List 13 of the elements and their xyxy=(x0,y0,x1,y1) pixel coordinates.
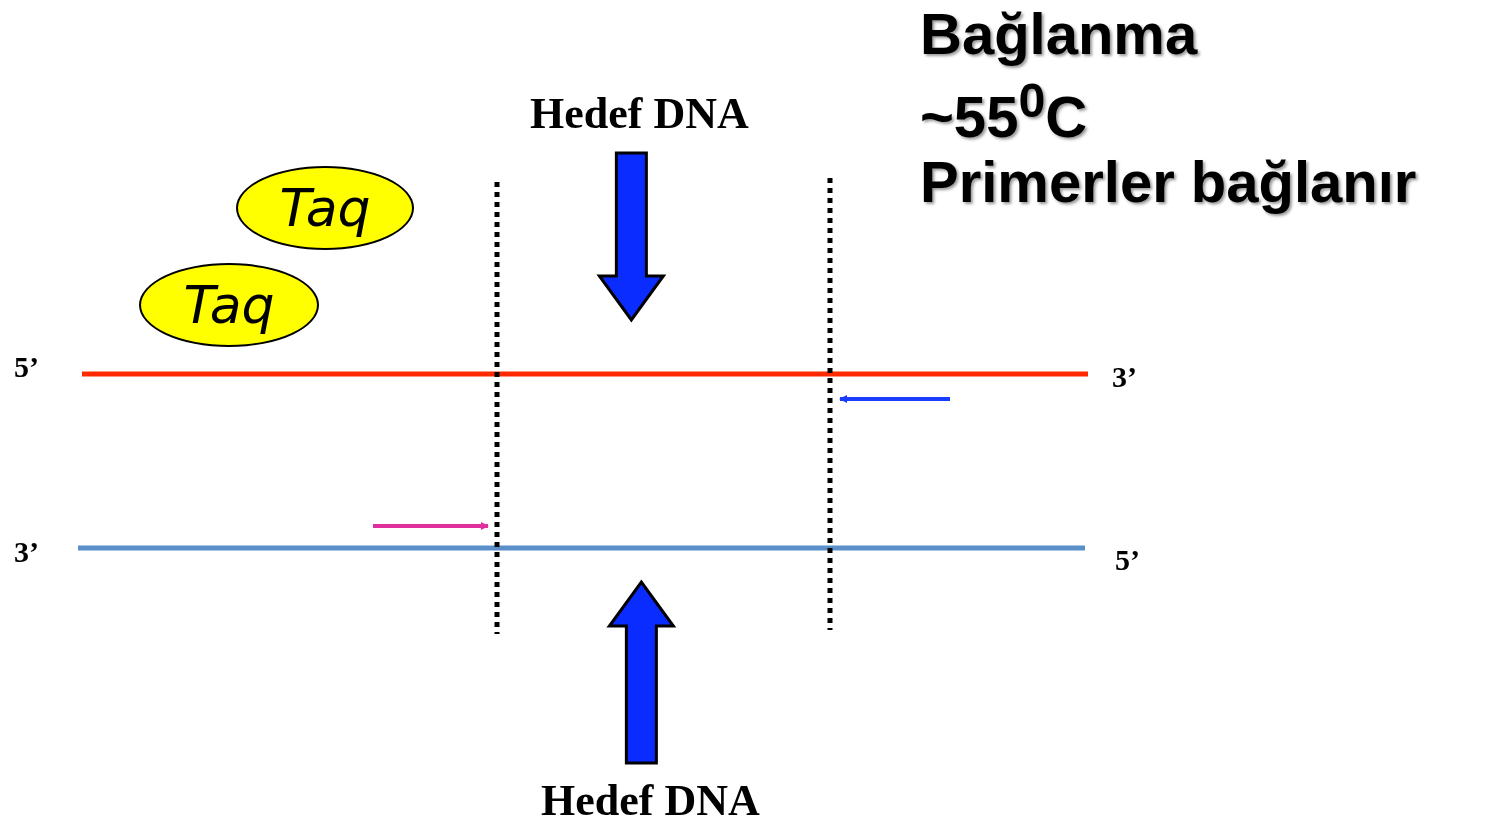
strand-end-label: 3’ xyxy=(1112,360,1137,394)
target-label: Hedef DNA xyxy=(530,88,749,139)
heading-text: Primerler bağlanır xyxy=(920,148,1417,215)
enzyme-ellipse: Taq xyxy=(139,263,319,347)
block-arrow xyxy=(606,579,677,765)
enzyme-ellipse: Taq xyxy=(236,166,414,250)
strand-end-label: 5’ xyxy=(1115,543,1140,577)
heading-text: Bağlanma xyxy=(920,0,1198,67)
block-arrow xyxy=(596,151,667,323)
temperature-text: ~55$^{0}$C xyxy=(920,72,1088,151)
target-label: Hedef DNA xyxy=(541,775,760,823)
strand-end-label: 3’ xyxy=(14,535,39,569)
strand-end-label: 5’ xyxy=(14,350,39,384)
